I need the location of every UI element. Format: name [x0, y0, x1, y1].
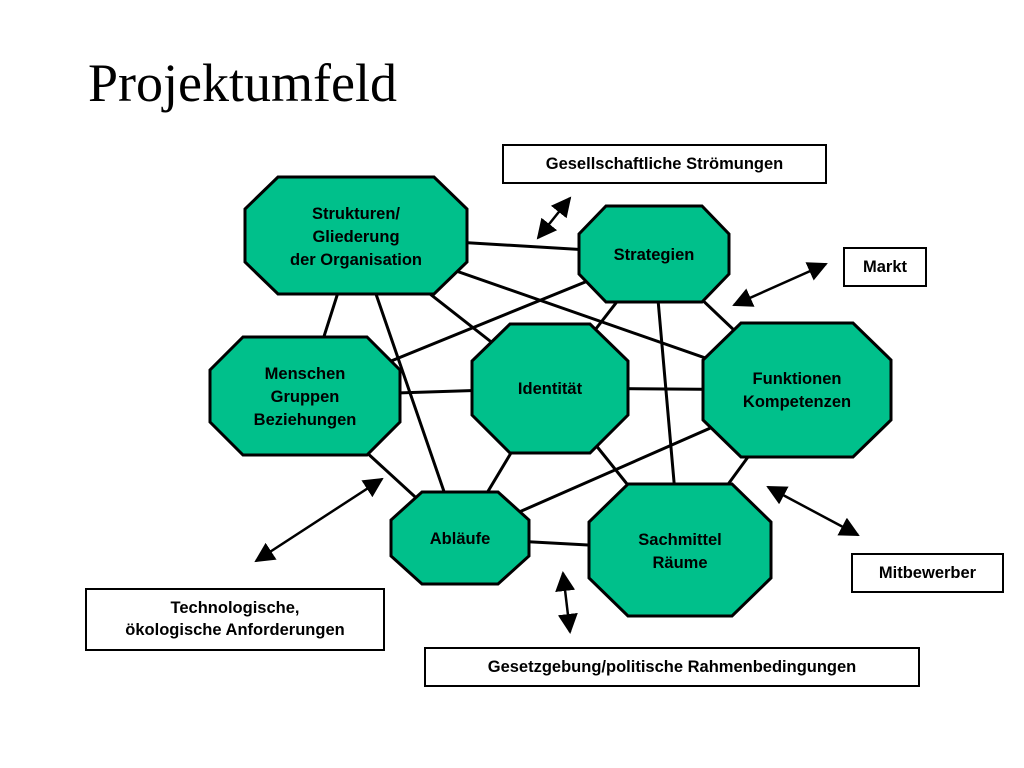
node-ablaeufe: Abläufe [389, 490, 531, 586]
external-label: Mitbewerber [878, 564, 977, 582]
node-label-line: Kompetenzen [743, 393, 851, 411]
node-label-line: Funktionen [753, 370, 842, 388]
double-arrow [555, 571, 578, 634]
octagon-shape [243, 175, 469, 296]
octagon-shape [470, 322, 630, 455]
node-menschen: Menschen Gruppen Beziehungen [208, 335, 402, 457]
external-label: Gesellschaftliche Strömungen [545, 155, 784, 173]
octagon-shape [577, 204, 731, 304]
node-label-line: der Organisation [290, 251, 422, 269]
node-label-line: Beziehungen [254, 411, 357, 429]
page-title: Projektumfeld [88, 53, 397, 113]
external-box-technologie: Technologische, ökologische Anforderunge… [85, 588, 385, 651]
node-sachmittel: Sachmittel Räume [587, 482, 773, 618]
external-label: ökologische Anforderungen [125, 621, 345, 639]
external-label: Technologische, [170, 599, 300, 617]
external-box-gesetzgebung: Gesetzgebung/politische Rahmenbedingunge… [424, 647, 920, 687]
influence-arrows [254, 196, 860, 634]
node-label-line: Strukturen/ [312, 205, 400, 223]
double-arrow [254, 477, 384, 563]
octagon-shape [587, 482, 773, 618]
external-label: Gesetzgebung/politische Rahmenbedingunge… [487, 658, 857, 676]
double-arrow [766, 485, 860, 537]
node-label-line: Identität [518, 380, 583, 398]
external-box-markt: Markt [843, 247, 927, 287]
node-label-line: Gruppen [271, 388, 340, 406]
node-funktionen: Funktionen Kompetenzen [701, 321, 893, 459]
octagon-shape [389, 490, 531, 586]
external-box-mitbewerber: Mitbewerber [851, 553, 1004, 593]
octagon-shape [701, 321, 893, 459]
node-label-line: Sachmittel [638, 531, 721, 549]
external-box-gesellschaft: Gesellschaftliche Strömungen [502, 144, 827, 184]
octagon-shape [208, 335, 402, 457]
node-identitaet: Identität [470, 322, 630, 455]
node-label-line: Abläufe [430, 530, 491, 548]
node-label-line: Menschen [265, 365, 346, 383]
node-strukturen: Strukturen/ Gliederung der Organisation [243, 175, 469, 296]
external-label: Markt [862, 258, 907, 276]
node-label-line: Strategien [614, 246, 695, 264]
double-arrow [732, 262, 828, 307]
node-label-line: Räume [652, 554, 707, 572]
node-strategien: Strategien [577, 204, 731, 304]
double-arrow [536, 196, 572, 240]
node-label-line: Gliederung [312, 228, 399, 246]
